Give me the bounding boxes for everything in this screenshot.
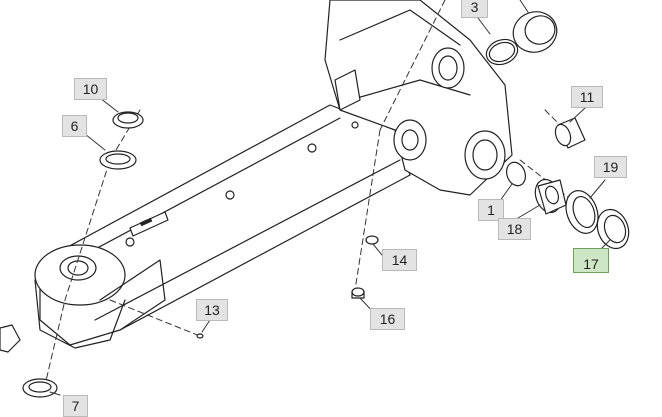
part-seal-top [512,11,558,53]
callout-17: 17 [573,248,609,273]
part-10-cap [112,111,144,129]
callout-19: 19 [594,156,627,178]
left-pin [0,324,21,353]
callout-18: 18 [498,218,531,240]
part-1-snap-ring [505,161,527,187]
part-14-washer [365,235,379,245]
part-13-fitting [196,333,204,339]
part-7-seal-ring [22,378,58,398]
callout-11: 11 [571,86,603,108]
part-19-bearing-cup [565,190,599,234]
nameplate [129,211,169,237]
part-18-bearing-cone [534,178,567,215]
part-16-plug [351,287,365,299]
housing-bores [59,47,506,281]
callout-16: 16 [370,308,405,330]
callout-1: 1 [478,199,504,221]
part-17-seal [596,208,630,250]
axle-housing [34,0,513,349]
part-6-seal-ring [99,150,137,170]
callout-13: 13 [196,299,228,321]
part-11-bushing [554,117,586,149]
part-3-oring [485,38,519,66]
callout-6: 6 [62,115,87,137]
callout-3: 3 [461,0,488,18]
arm-bolts [125,121,359,247]
callout-14: 14 [382,249,417,271]
callout-10: 10 [74,78,107,100]
callout-7: 7 [63,395,88,417]
